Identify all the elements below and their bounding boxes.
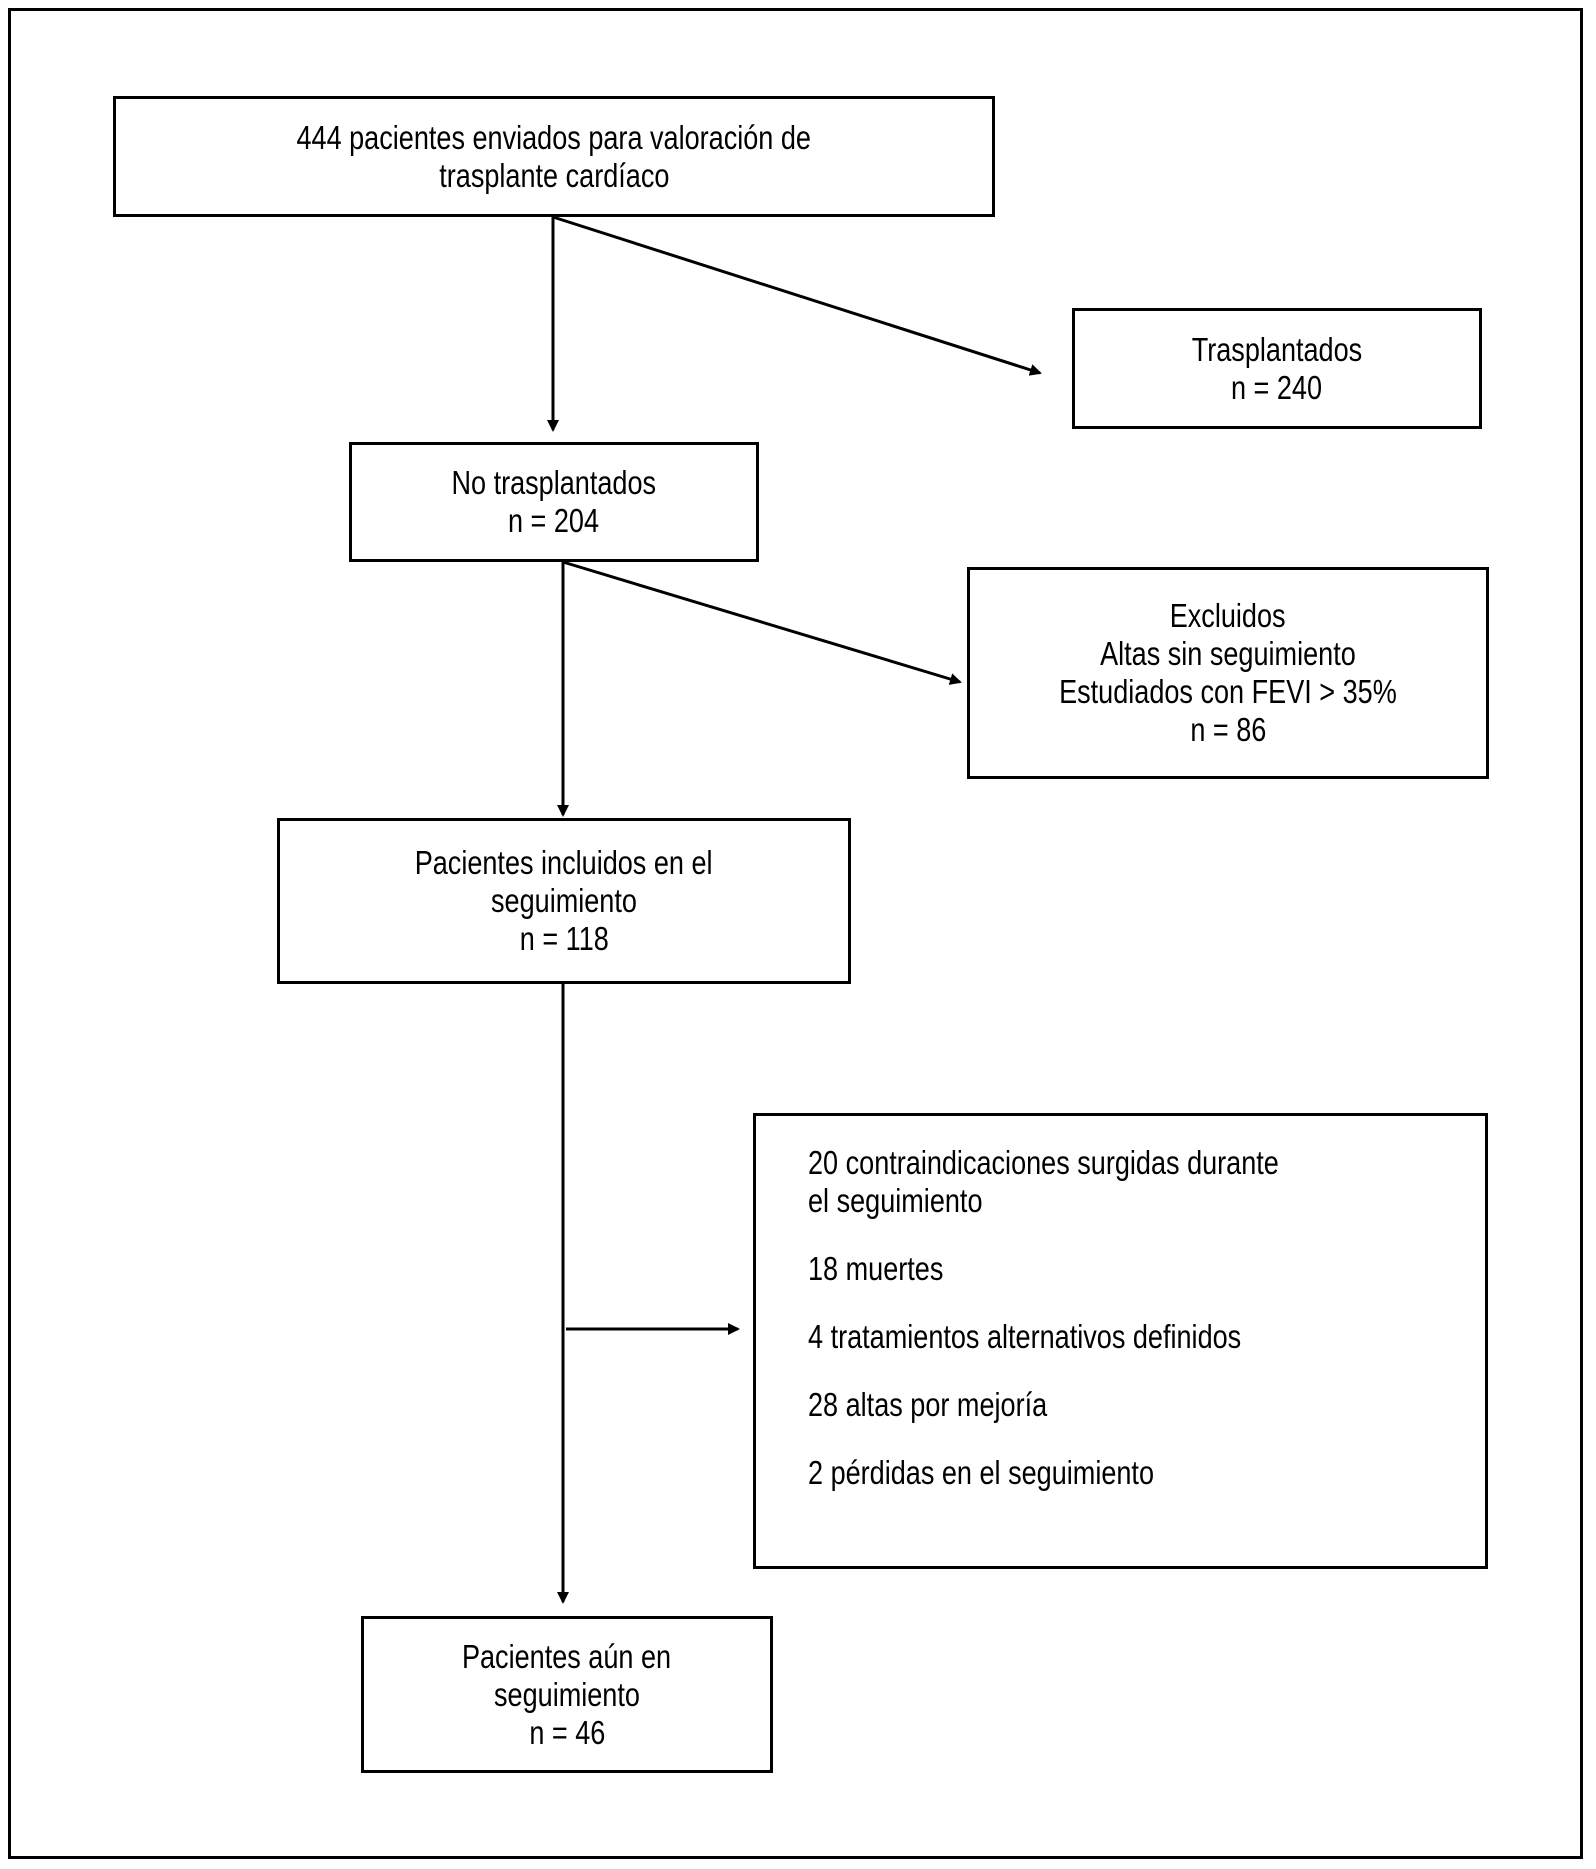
node-included-line-2: seguimiento [491, 882, 637, 919]
node-transplanted: Trasplantados n = 240 [1072, 308, 1482, 429]
node-excluded-line-4: n = 86 [1189, 711, 1266, 748]
node-still-followed-line-3: n = 46 [528, 1713, 605, 1751]
outcome-alternative-treatments-line: 4 tratamientos alternativos definidos [808, 1318, 1242, 1355]
outcome-deaths-line: 18 muertes [808, 1250, 944, 1287]
outcome-contraindications-line-1: 20 contraindicaciones surgidas durante [808, 1144, 1279, 1181]
outcome-lost-followup: 2 pérdidas en el seguimiento [808, 1454, 1230, 1492]
outcome-deaths: 18 muertes [808, 1250, 973, 1288]
node-included-line-1: Pacientes incluidos en el [415, 844, 713, 881]
outcome-discharges-line: 28 altas por mejoría [808, 1386, 1048, 1423]
node-still-followed: Pacientes aún en seguimiento n = 46 [361, 1616, 773, 1773]
node-referred-line-1: 444 pacientes enviados para valoración d… [296, 118, 812, 156]
node-transplanted-line-1: Trasplantados [1191, 330, 1363, 368]
node-included-line-3: n = 118 [519, 920, 609, 957]
outcome-alternative-treatments: 4 tratamientos alternativos definidos [808, 1318, 1336, 1356]
node-referred-patients: 444 pacientes enviados para valoración d… [113, 96, 995, 217]
outcome-contraindications-line-2: el seguimiento [808, 1182, 983, 1219]
node-referred-line-2: trasplante cardíaco [438, 156, 670, 194]
outcome-contraindications: 20 contraindicaciones surgidas durante e… [808, 1144, 1382, 1220]
node-included-followup: Pacientes incluidos en el seguimiento n … [277, 818, 851, 984]
node-followup-outcomes: 20 contraindicaciones surgidas durante e… [753, 1113, 1488, 1569]
node-not-transplanted-line-2: n = 204 [508, 502, 600, 539]
outcome-discharges-improvement: 28 altas por mejoría [808, 1386, 1100, 1424]
node-still-followed-line-2: seguimiento [494, 1675, 640, 1713]
node-excluded: Excluidos Altas sin seguimiento Estudiad… [967, 567, 1489, 779]
node-excluded-line-2: Altas sin seguimiento [1100, 635, 1356, 672]
node-excluded-line-3: Estudiados con FEVI > 35% [1059, 673, 1397, 710]
node-not-transplanted: No trasplantados n = 204 [349, 442, 759, 562]
outcome-lost-line: 2 pérdidas en el seguimiento [808, 1454, 1155, 1491]
node-still-followed-line-1: Pacientes aún en [462, 1637, 672, 1675]
node-not-transplanted-line-1: No trasplantados [451, 464, 657, 501]
node-excluded-line-1: Excluidos [1170, 597, 1286, 634]
node-transplanted-line-2: n = 240 [1231, 368, 1323, 406]
figure-frame [8, 8, 1583, 1859]
